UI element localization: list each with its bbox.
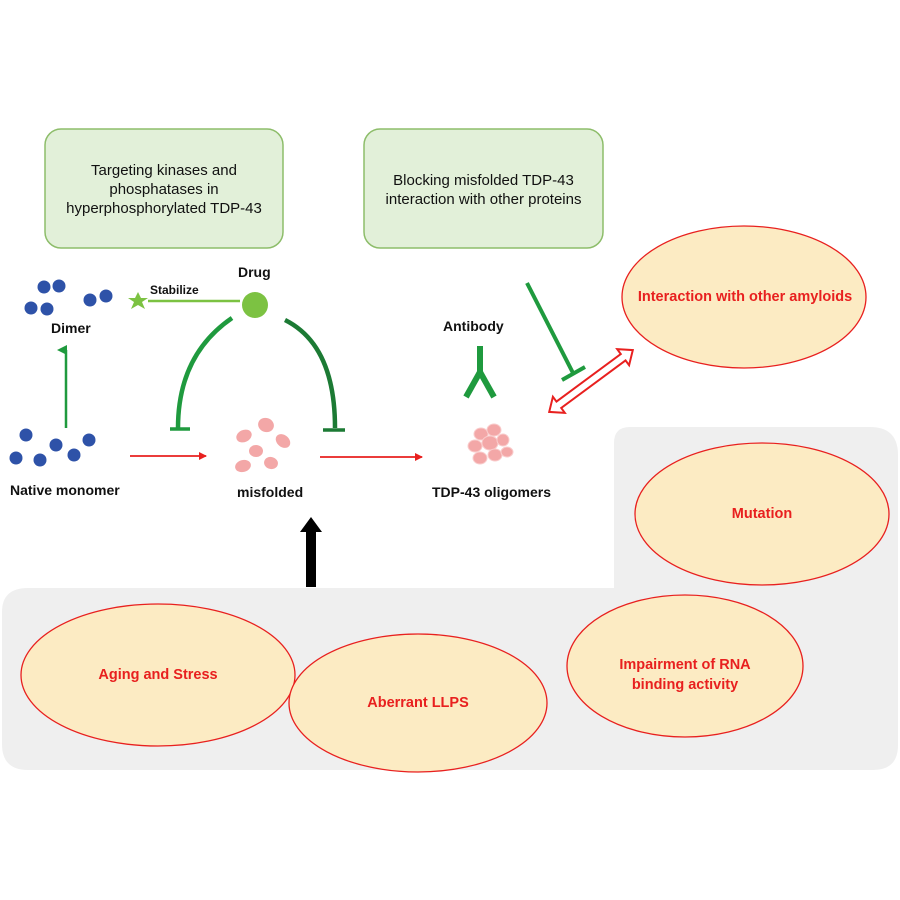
dimer-label: Dimer	[51, 320, 91, 336]
native-monomer-label: Native monomer	[10, 482, 120, 498]
oligomer-cluster	[467, 423, 514, 465]
drug-inhibit-left	[175, 316, 234, 429]
aging-text: Aging and Stress	[98, 667, 218, 683]
interaction-double-arrow	[547, 348, 635, 414]
ellipse-mutation	[634, 442, 890, 586]
upward-black-arrow	[300, 517, 322, 587]
kinase-target-text: Targeting kinases and phosphatases in hy…	[66, 162, 262, 217]
ellipse-aging	[20, 603, 296, 747]
drug-circle	[242, 292, 268, 318]
misfolded-label: misfolded	[237, 484, 304, 500]
ellipse-llps	[288, 633, 548, 773]
blocking-text: Blocking misfolded TDP-43 interaction wi…	[385, 171, 582, 208]
native-monomer-dots	[9, 428, 96, 467]
ellipse-interaction	[621, 225, 867, 369]
rna-text: Impairment of RNA binding activity	[619, 657, 751, 693]
drug-inhibit-right	[283, 317, 338, 429]
star-icon	[128, 292, 148, 309]
mutation-text: Mutation	[731, 506, 793, 522]
drug-label: Drug	[238, 264, 271, 280]
blocking-box	[363, 128, 604, 249]
antibody-icon	[463, 346, 497, 399]
blocking-inhibit-line	[525, 282, 575, 374]
misfolded-blobs	[235, 417, 291, 473]
kinase-target-box	[44, 128, 284, 249]
llps-text: Aberrant LLPS	[367, 695, 469, 711]
antibody-label: Antibody	[443, 318, 504, 334]
stabilize-label: Stabilize	[150, 283, 199, 297]
ellipse-rna	[566, 594, 804, 738]
oligomers-label: TDP-43 oligomers	[432, 484, 552, 500]
dimer-dots	[24, 279, 113, 316]
interaction-text: Interaction with other amyloids	[637, 289, 853, 305]
